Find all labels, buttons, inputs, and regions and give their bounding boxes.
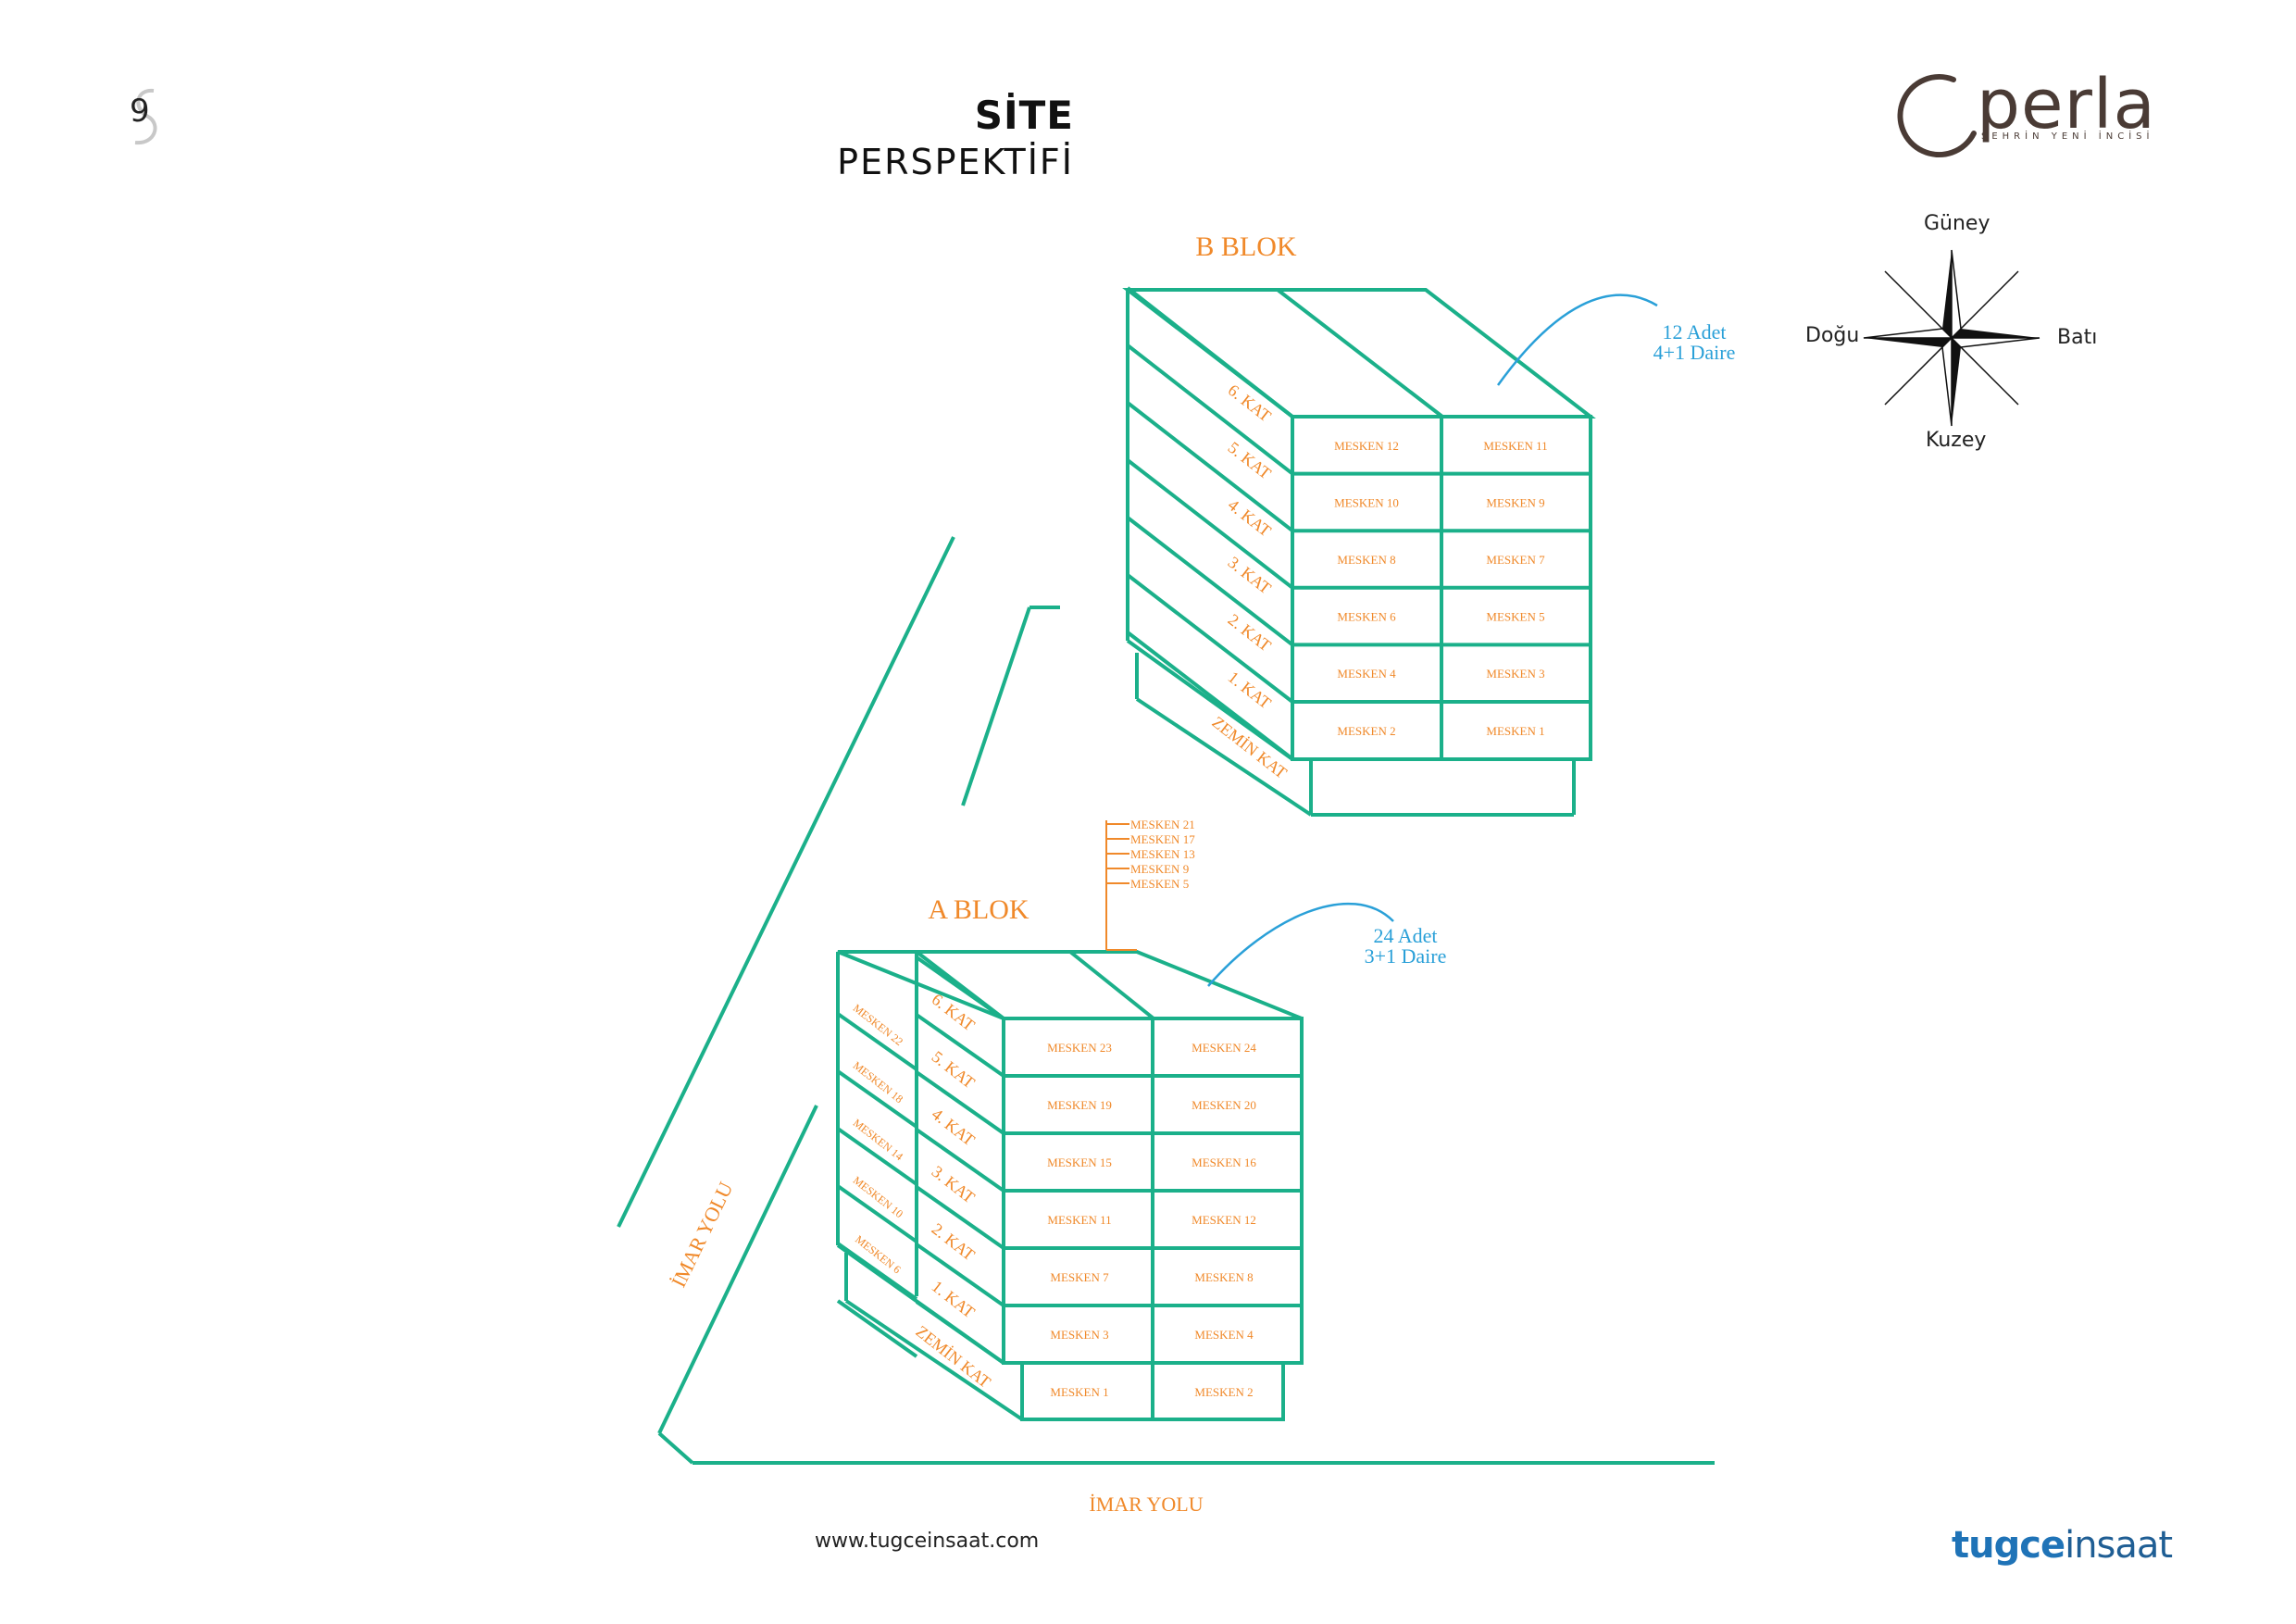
b-block-unit-label: MESKEN 2 [1337, 724, 1395, 738]
perla-logo: perla ŞEHRİN YENİ İNCİSİ [1889, 65, 2166, 167]
a-block-top-list-item: MESKEN 5 [1130, 877, 1189, 891]
b-block-unit-label: MESKEN 7 [1486, 553, 1545, 567]
b-block-callout-line [1496, 294, 1658, 386]
a-block-callout-type: 3+1 Daire [1365, 944, 1447, 968]
a-block-side-line [915, 1185, 1005, 1250]
a-block-side-line [915, 1243, 1005, 1307]
b-block-floor-label: 6. KAT [1225, 381, 1275, 425]
a-block-side-line [836, 1127, 918, 1186]
b-block-unit-label: MESKEN 4 [1337, 667, 1396, 681]
brand-name: perla [1977, 65, 2156, 144]
b-block-callout-type: 4+1 Daire [1653, 341, 1736, 364]
a-block-building [836, 950, 1304, 1421]
left-road-label: İMAR YOLU [667, 1178, 738, 1291]
a-block-unit-label: MESKEN 15 [1047, 1156, 1112, 1169]
b-block-unit-label: MESKEN 3 [1486, 667, 1544, 681]
compass-west-label: Doğu [1805, 324, 1860, 347]
road-lines [617, 536, 1715, 1465]
a-block-side-line [915, 956, 1005, 1020]
b-block-unit-label: MESKEN 1 [1486, 724, 1544, 738]
a-block-unit-label: MESKEN 12 [1192, 1213, 1256, 1227]
compass-north-label: Güney [1924, 212, 1990, 235]
a-block-unit-label: MESKEN 20 [1192, 1098, 1256, 1112]
compass-rose-icon [1863, 249, 2040, 427]
a-block-callout-count: 24 Adet [1373, 924, 1437, 947]
a-block-unit-label: MESKEN 4 [1194, 1328, 1254, 1342]
a-block-side-line [836, 1242, 918, 1301]
a-block-unit-label: MESKEN 8 [1194, 1270, 1253, 1284]
page-subtitle: PERSPEKTİFİ [837, 142, 1074, 182]
b-block-callout-count: 12 Adet [1662, 320, 1726, 344]
b-block-side-line [1126, 401, 1294, 532]
b-block-unit-label: MESKEN 8 [1337, 553, 1395, 567]
b-block-unit-label: MESKEN 12 [1334, 439, 1399, 453]
b-block-side-line [1126, 573, 1294, 704]
a-block-side-line [836, 1299, 918, 1358]
b-block-side-line [1126, 286, 1294, 418]
a-block-side-line [836, 1069, 918, 1129]
a-block-unit-label: MESKEN 1 [1050, 1385, 1108, 1399]
b-block-floor-label: 5. KAT [1225, 438, 1275, 482]
b-block-unit-label: MESKEN 6 [1337, 610, 1396, 624]
a-block-callout-line [1207, 902, 1394, 987]
a-block-unit-label: MESKEN 19 [1047, 1098, 1112, 1112]
perla-ring-icon [1897, 74, 1977, 157]
page-number: 9 [130, 93, 150, 130]
b-block-unit-label: MESKEN 11 [1483, 439, 1547, 453]
page-number-ornament [134, 88, 157, 145]
a-block-floor-lines [836, 956, 1302, 1365]
b-block-side-line [1126, 458, 1294, 590]
footer-brand-part1: tugce [1952, 1524, 2065, 1567]
b-block-floor-lines [1126, 286, 1591, 761]
a-block-floor-label: ZEMİN KAT [913, 1322, 994, 1392]
a-block-unit-label: MESKEN 2 [1194, 1385, 1253, 1399]
a-block-side-line [836, 1012, 918, 1071]
b-block-unit-label: MESKEN 9 [1486, 495, 1544, 509]
b-block-unit-label: MESKEN 5 [1486, 610, 1544, 624]
b-block-floor-label: 3. KAT [1225, 553, 1275, 597]
brand-tagline: ŞEHRİN YENİ İNCİSİ [1981, 131, 2154, 142]
footer-company-logo: tugceinsaat [1952, 1524, 2173, 1567]
a-block-unit-label: MESKEN 3 [1050, 1328, 1108, 1342]
a-block-side-line [836, 1184, 918, 1243]
a-block-unit-label: MESKEN 7 [1050, 1270, 1109, 1284]
compass-south-label: Kuzey [1926, 429, 1987, 452]
a-block-top-list-item: MESKEN 9 [1130, 862, 1189, 876]
b-block-unit-label: MESKEN 10 [1334, 495, 1399, 509]
footer-brand-part2: insaat [2065, 1524, 2173, 1567]
a-block-unit-label: MESKEN 24 [1192, 1041, 1256, 1055]
b-block-floor-label: 2. KAT [1225, 610, 1275, 655]
b-block-floor-label: 1. KAT [1225, 668, 1275, 712]
footer-website[interactable]: www.tugceinsaat.com [815, 1530, 1040, 1553]
a-block-side-line [915, 1013, 1005, 1078]
b-block-floor-label: 4. KAT [1225, 495, 1275, 540]
b-block-side-line [1126, 516, 1294, 646]
page-title: SİTE [974, 93, 1074, 138]
a-block-side-line [915, 1300, 1005, 1365]
a-block-unit-label: MESKEN 16 [1192, 1156, 1256, 1169]
b-block-labels: MESKEN 12 MESKEN 11 MESKEN 10 MESKEN 9 MESKE… [1209, 381, 1548, 782]
b-block-side-line [1126, 344, 1294, 476]
a-block-unit-label: MESKEN 23 [1047, 1041, 1112, 1055]
b-block-side-line [1126, 631, 1294, 761]
compass: Güney Doğu Batı Kuzey [1805, 208, 2097, 463]
a-block-top-list-item: MESKEN 21 [1130, 818, 1195, 831]
a-block-side-line [915, 1070, 1005, 1135]
compass-east-label: Batı [2057, 326, 2098, 349]
a-block-top-list-item: MESKEN 17 [1130, 832, 1195, 846]
a-block-labels: MESKEN 23 MESKEN 24 MESKEN 19 MESKEN 20 MESK… [851, 990, 1257, 1399]
b-block-title: B BLOK [1195, 231, 1297, 262]
a-block-title: A BLOK [928, 894, 1029, 925]
bottom-road-label: İMAR YOLU [1089, 1493, 1203, 1516]
a-block-unit-label: MESKEN 11 [1047, 1213, 1111, 1227]
a-block-top-list-item: MESKEN 13 [1130, 847, 1195, 861]
a-block-side-line [915, 1128, 1005, 1193]
